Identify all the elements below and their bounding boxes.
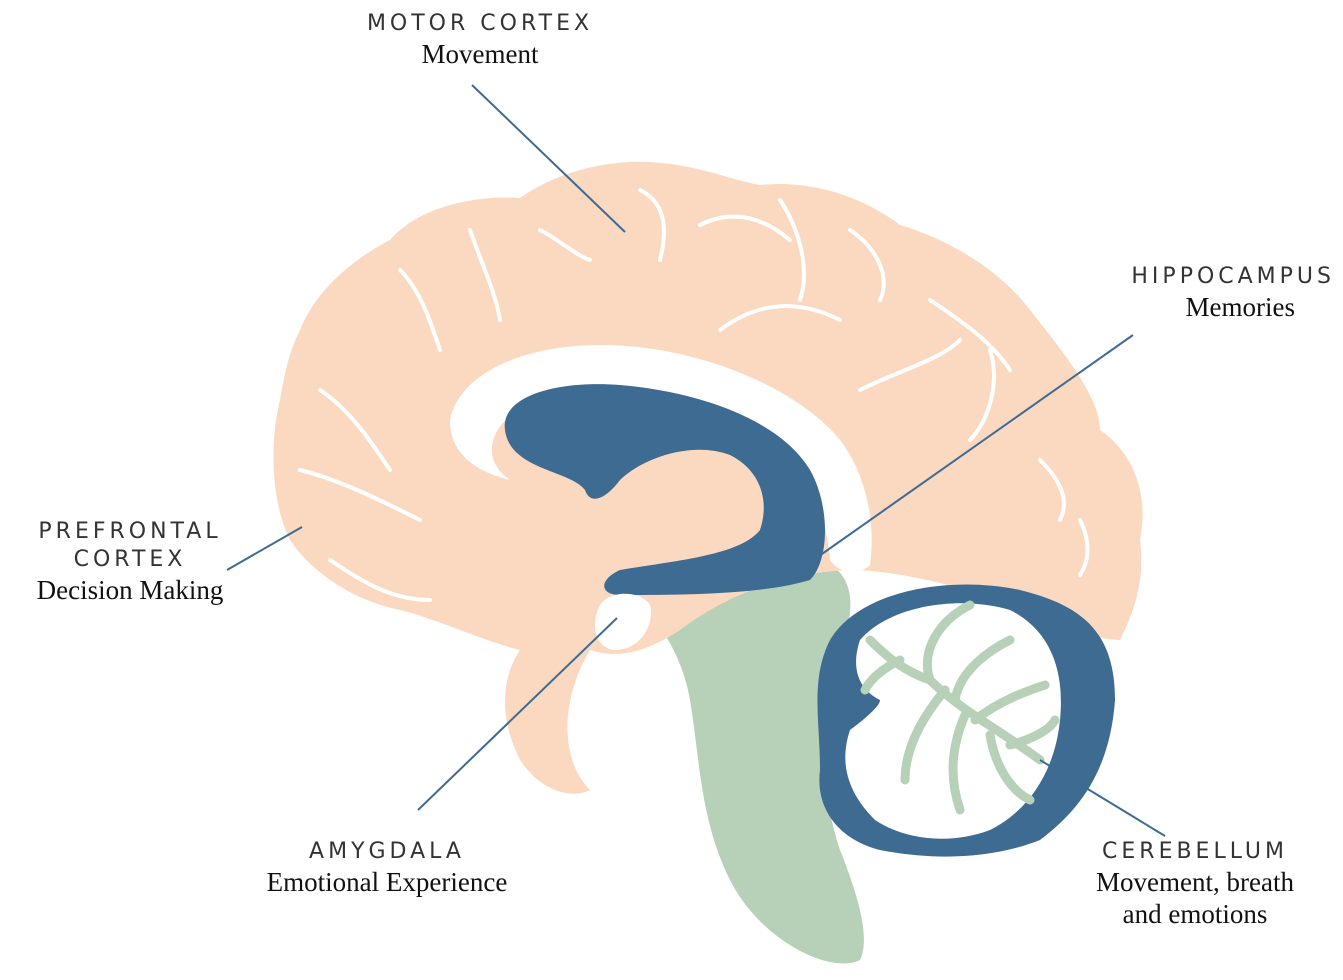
prefrontal-label: PREFRONTAL CORTEX Decision Making [5, 518, 255, 606]
cerebellum-title: CEREBELLUM [1055, 838, 1335, 866]
prefrontal-title-line2: CORTEX [5, 546, 255, 574]
motor-cortex-desc: Movement [330, 38, 630, 70]
hippocampus-title: HIPPOCAMPUS [1070, 263, 1335, 291]
motor-cortex-title: MOTOR CORTEX [330, 10, 630, 38]
cerebellum-desc-line1: Movement, breath [1055, 866, 1335, 898]
motor-cortex-label: MOTOR CORTEX Movement [330, 10, 630, 70]
cerebellum-desc-line2: and emotions [1055, 898, 1335, 930]
prefrontal-desc: Decision Making [5, 574, 255, 606]
amygdala-title: AMYGDALA [222, 838, 552, 866]
hippocampus-desc: Memories [1070, 291, 1335, 323]
prefrontal-title-line1: PREFRONTAL [5, 518, 255, 546]
cerebellum-label: CEREBELLUM Movement, breath and emotions [1055, 838, 1335, 930]
amygdala-label: AMYGDALA Emotional Experience [222, 838, 552, 898]
amygdala-desc: Emotional Experience [222, 866, 552, 898]
hippocampus-label: HIPPOCAMPUS Memories [1070, 263, 1335, 323]
